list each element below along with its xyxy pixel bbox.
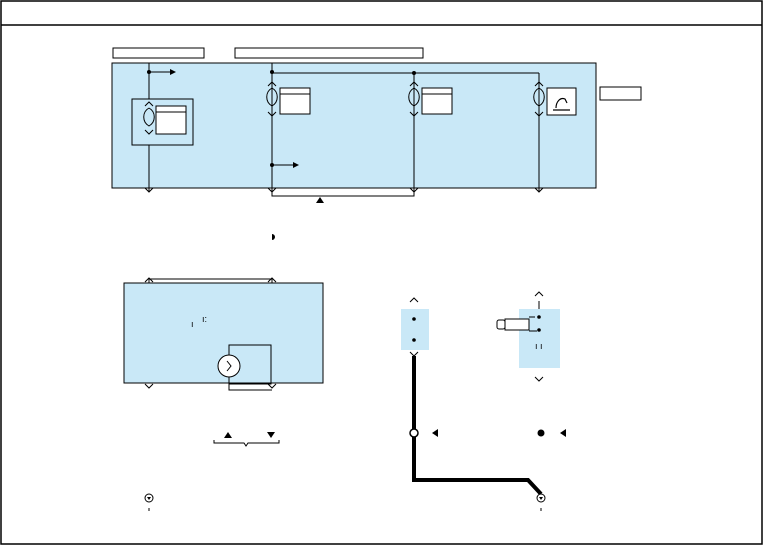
- connector-chevron: [409, 297, 419, 303]
- header-box-left: [112, 47, 205, 59]
- triangle-left-marker: [432, 429, 438, 437]
- connector-chevron: [409, 81, 419, 117]
- splice-dot: [412, 71, 416, 75]
- plunger-switch-body: [504, 318, 530, 331]
- fuse-symbol: [266, 87, 278, 107]
- connector-chevron-bottom: [534, 187, 544, 193]
- bottom-bracket: [228, 384, 272, 391]
- relay-inner-box: [155, 105, 187, 135]
- pin-dot: [412, 317, 416, 321]
- plunger-switch-lever: [529, 316, 537, 332]
- half-dot-marker: [272, 234, 275, 240]
- triangle-up-marker: [224, 432, 232, 438]
- fuse-box: [421, 87, 453, 115]
- arrow-head: [293, 162, 299, 168]
- triangle-left-marker: [560, 429, 566, 437]
- pin-dot: [412, 338, 416, 342]
- connector-block-mid: [401, 309, 429, 350]
- switch-box: [546, 87, 577, 116]
- motor-icon: [226, 360, 232, 372]
- splice-point: [537, 429, 545, 437]
- tiny-mark: ı: [191, 319, 194, 329]
- ground-icon-mark: [539, 497, 543, 500]
- tiny-mark: ı ı: [535, 341, 543, 351]
- splice-point: [409, 428, 419, 438]
- connector-chevron-bottom: [144, 187, 154, 193]
- connector-chevron-bottom: [534, 376, 544, 382]
- brace: [213, 440, 280, 447]
- tiny-mark: ı:: [202, 314, 207, 324]
- fuse-symbol: [408, 87, 420, 107]
- ground-wire: [412, 356, 543, 496]
- triangle-down-marker: [267, 432, 275, 438]
- arrow-head: [170, 69, 176, 75]
- ground-icon-mark: [147, 497, 151, 500]
- header-box-right: [234, 47, 424, 59]
- motor-symbol: [217, 354, 241, 378]
- fuse-box: [279, 87, 311, 115]
- side-label-box: [599, 86, 642, 101]
- plunger-switch-knob: [496, 319, 506, 330]
- pin-dot: [537, 315, 541, 319]
- fuse-symbol: [143, 107, 155, 127]
- connector-chevron: [534, 81, 544, 117]
- connector-chevron: [144, 277, 277, 283]
- pin-dot: [537, 328, 541, 332]
- triangle-up-marker: [316, 197, 324, 203]
- top-bracket: [148, 278, 273, 283]
- connector-chevron: [267, 81, 277, 117]
- fuse-symbol: [533, 87, 545, 107]
- switch-icon: [553, 97, 570, 111]
- connector-chevron: [144, 101, 154, 135]
- connector-chevron-bottom: [144, 383, 277, 389]
- bracket: [271, 192, 415, 197]
- connector-chevron: [534, 291, 544, 297]
